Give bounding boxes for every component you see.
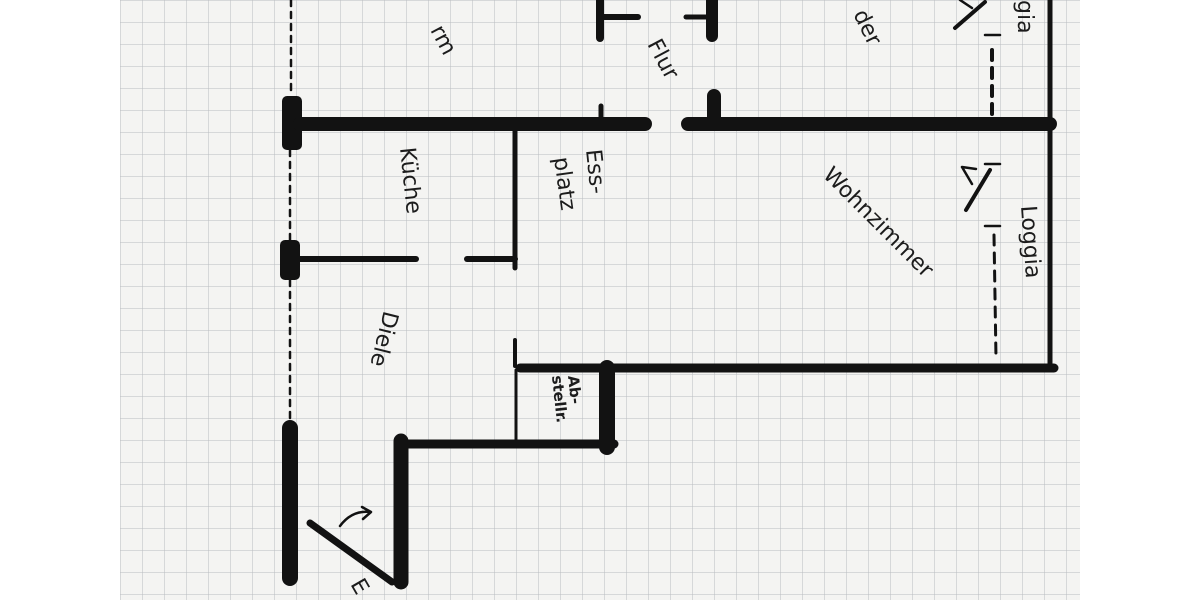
room-label-abstell-line1: Ab- xyxy=(564,375,585,405)
entry-door-arrow-head xyxy=(360,505,373,521)
loggia-door-upper-arrow xyxy=(958,0,974,10)
room-label-top-right-partial: gia xyxy=(1012,0,1037,34)
room-label-essplatz-line1: Ess- xyxy=(580,148,610,195)
loggia-dashed-lower xyxy=(992,233,998,360)
loggia-door-lower xyxy=(964,168,992,212)
room-label-loggia: Loggia xyxy=(1015,205,1045,279)
entry-door-arrow xyxy=(338,510,372,528)
wall-post-upper xyxy=(282,96,302,150)
graph-grid xyxy=(120,0,1080,600)
entry-door-leaf xyxy=(306,519,396,586)
loggia-door-upper xyxy=(953,0,987,30)
room-label-abstell-line2: stellr. xyxy=(548,375,571,424)
wall-post-middle xyxy=(280,240,300,280)
loggia-door-lower-arrow xyxy=(960,165,978,186)
